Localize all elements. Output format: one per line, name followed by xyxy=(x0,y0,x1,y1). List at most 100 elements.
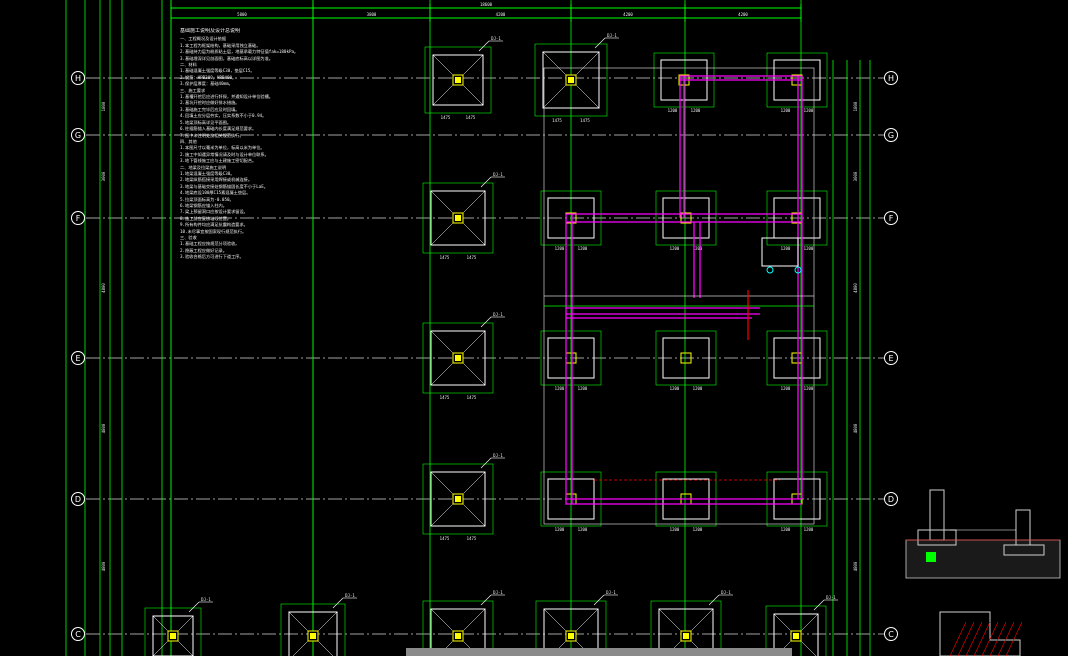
notes-line: 6.地梁钢筋应锚入柱内。 xyxy=(180,202,227,208)
footing-dim-text: 1475 xyxy=(467,255,477,260)
footing-outline xyxy=(288,611,338,656)
section-hatch xyxy=(965,621,983,656)
axis-bubble xyxy=(884,351,898,365)
footing-tag: DJ-1 xyxy=(491,36,501,41)
right-dim-text: 3000 xyxy=(853,171,858,181)
pad-outline xyxy=(662,337,710,379)
column-core xyxy=(455,77,461,83)
footing-dim-text: 1475 xyxy=(440,395,450,400)
axis-bubble xyxy=(884,211,898,225)
footing-tag: DJ-1 xyxy=(345,593,355,598)
pad-dim-text: 1200 xyxy=(555,527,565,532)
footing-outline xyxy=(773,613,819,656)
column-core xyxy=(455,355,461,361)
top-dim-text: 4200 xyxy=(496,12,506,17)
footing-outline xyxy=(543,608,599,656)
footing-outline xyxy=(432,54,484,106)
notes-line: 1.本图尺寸以毫米为单位，标高以米为单位。 xyxy=(180,145,265,151)
pad-dim-text: 1200 xyxy=(691,108,701,113)
footing-outline xyxy=(430,608,486,656)
pad-dim-text: 1200 xyxy=(693,246,703,251)
axis-bubble xyxy=(884,492,898,506)
section-hatch xyxy=(981,621,999,656)
footing-dim-box xyxy=(422,463,494,535)
pad-dim-text: 1200 xyxy=(804,527,814,532)
horizontal-scrollbar xyxy=(406,648,792,656)
notes-line: 3.地梁与基础交接处钢筋锚固长度不小于LaE。 xyxy=(180,183,268,189)
axis-label-F: F xyxy=(889,214,894,223)
footing-tag: DJ-1 xyxy=(606,590,616,595)
notes-line: 3.地下管线施工应与土建施工密切配合。 xyxy=(180,158,257,164)
axis-bubble xyxy=(884,627,898,641)
left-dim-text: 4800 xyxy=(101,283,106,293)
right-dim-text: 4800 xyxy=(853,561,858,571)
pad-dim-text: 1200 xyxy=(804,108,814,113)
axis-bubble xyxy=(71,627,85,641)
footing-outline xyxy=(542,51,600,109)
footing-dim-box xyxy=(422,322,494,394)
section-hatch xyxy=(997,621,1015,656)
notes-line: 2.隐蔽工程应做好记录。 xyxy=(180,247,227,253)
footing-dim-text: 1475 xyxy=(466,115,476,120)
axis-bubble xyxy=(884,71,898,85)
pad-dim-box xyxy=(540,330,602,386)
axis-bubble xyxy=(71,128,85,142)
axis-label-F: F xyxy=(76,214,81,223)
notes-line: 10.未尽事宜按国家现行规范执行。 xyxy=(180,228,247,234)
notes-line: 2.基础持力层为粉质粘土层，地基承载力特征值fak=180kPa。 xyxy=(180,49,299,55)
footing-leader xyxy=(188,601,200,613)
pad-dim-text: 1200 xyxy=(693,527,703,532)
section-hatch xyxy=(973,621,991,656)
pad-dim-box xyxy=(655,330,717,386)
notes-line: 3.基础埋深详见剖面图，基础底标高以详图为准。 xyxy=(180,55,273,61)
section-column-left xyxy=(929,489,945,541)
foundation-section-detail xyxy=(406,489,1061,656)
notes-line: 二、地梁及拉梁施工说明 xyxy=(180,164,227,170)
notes-line: 1.基础混凝土强度等级C30，垫层C15。 xyxy=(180,68,255,74)
top-dim-text: 5800 xyxy=(237,12,247,17)
footing-dim-text: 1475 xyxy=(552,118,562,123)
section-group xyxy=(905,489,1061,656)
pad-dim-text: 1200 xyxy=(781,108,791,113)
pad-dim-text: 1200 xyxy=(668,108,678,113)
top-dim-text: 4200 xyxy=(738,12,748,17)
footing-outline xyxy=(430,471,486,527)
pad-dim-text: 1200 xyxy=(804,386,814,391)
notes-line: 2.地梁纵筋搭接采用焊接或机械连接。 xyxy=(180,177,253,183)
pad-dim-box xyxy=(540,190,602,246)
footing-dim-text: 1475 xyxy=(580,118,590,123)
column-core xyxy=(455,496,461,502)
cyan-marker xyxy=(766,266,774,274)
left-dim-text: 4800 xyxy=(101,561,106,571)
footing-dim-box xyxy=(422,600,494,656)
column-core xyxy=(310,633,316,639)
section-hatch xyxy=(949,621,967,656)
section-hatch xyxy=(1005,621,1023,656)
footing-outline xyxy=(430,330,486,386)
cyan-marker xyxy=(794,266,802,274)
notes-line: 3.验收合格后方可进行下道工序。 xyxy=(180,254,244,260)
notes-line: 5.地梁顶标高详见平面图。 xyxy=(180,119,232,125)
pad-dim-text: 1200 xyxy=(781,246,791,251)
pad-outline xyxy=(773,337,821,379)
footing-leader xyxy=(480,457,492,469)
notes-line: 2.钢筋：HPB300，HRB400。 xyxy=(180,74,237,80)
pad-dim-text: 1200 xyxy=(804,246,814,251)
footing-leader xyxy=(478,40,490,52)
section-hatch xyxy=(989,621,1007,656)
section-hatch xyxy=(957,621,975,656)
notes-line: 3.保护层厚度：基础40mm。 xyxy=(180,81,233,87)
section-marker xyxy=(926,552,936,562)
footing-outline xyxy=(658,608,714,656)
